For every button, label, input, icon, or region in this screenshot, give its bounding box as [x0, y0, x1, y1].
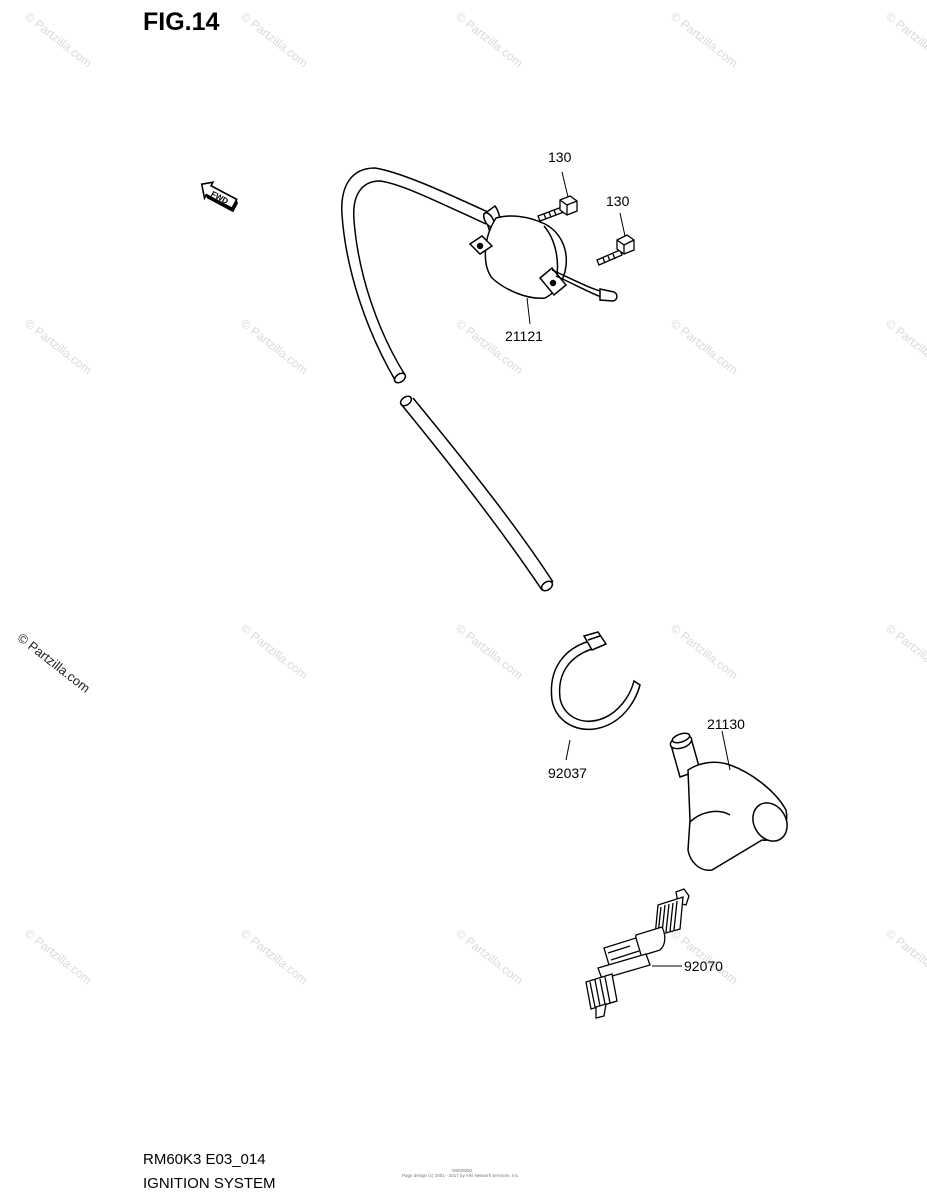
watermark-grid: © Partzilla.com © Partzilla.com © Partzi… [22, 9, 927, 987]
spark-plug-cap [669, 732, 788, 871]
watermark: © Partzilla.com [238, 9, 310, 70]
ignition-coil [468, 204, 618, 302]
leader-ignition-coil [526, 297, 531, 325]
watermark: © Partzilla.com [22, 926, 94, 987]
bolt-top [537, 195, 578, 222]
watermark: © Partzilla.com [453, 9, 525, 70]
watermark: © Partzilla.com [238, 316, 310, 377]
watermark: © Partzilla.com [668, 9, 740, 70]
footer-diagram-code: RM60K3 E03_014 [143, 1151, 266, 1168]
footer-copyright: Page design (c) 2001 - 2017 by ARI Netwo… [402, 1173, 520, 1178]
callout-130-right: 130 [606, 193, 630, 209]
leader-plug-cap [721, 730, 731, 771]
watermark: © Partzilla.com [668, 316, 740, 377]
watermark: © Partzilla.com [22, 9, 94, 70]
leader-bolt-right [619, 212, 626, 237]
watermark: © Partzilla.com [453, 926, 525, 987]
watermark: © Partzilla.com [883, 9, 927, 70]
leader-bolt-top [561, 171, 569, 198]
figure-title: FIG.14 [143, 8, 220, 36]
watermark: © Partzilla.com [668, 926, 740, 987]
footer-doc-id: 00000000 [452, 1168, 473, 1173]
lead-clamp [550, 631, 641, 731]
watermark: © Partzilla.com [22, 316, 94, 377]
callout-92037: 92037 [548, 765, 587, 781]
watermark: © Partzilla.com [883, 316, 927, 377]
watermark: © Partzilla.com [883, 621, 927, 682]
callout-92070: 92070 [684, 958, 723, 974]
watermark: © Partzilla.com [668, 621, 740, 682]
high-tension-lead-upper [341, 167, 491, 384]
callout-130-top: 130 [548, 149, 572, 165]
fwd-arrow-icon: FWD [200, 181, 238, 213]
spark-plug [585, 888, 690, 1019]
watermark: © Partzilla.com [883, 926, 927, 987]
callout-21130: 21130 [707, 716, 745, 732]
callout-21121: 21121 [505, 328, 543, 344]
watermark: © Partzilla.com [453, 621, 525, 682]
bolt-right [596, 234, 635, 266]
watermark: © Partzilla.com [238, 926, 310, 987]
high-tension-lead-lower [399, 395, 554, 592]
footer-system-title: IGNITION SYSTEM [143, 1175, 276, 1192]
leader-clamp [565, 739, 571, 761]
watermark: © Partzilla.com [238, 621, 310, 682]
watermark: © Partzilla.com [453, 316, 525, 377]
